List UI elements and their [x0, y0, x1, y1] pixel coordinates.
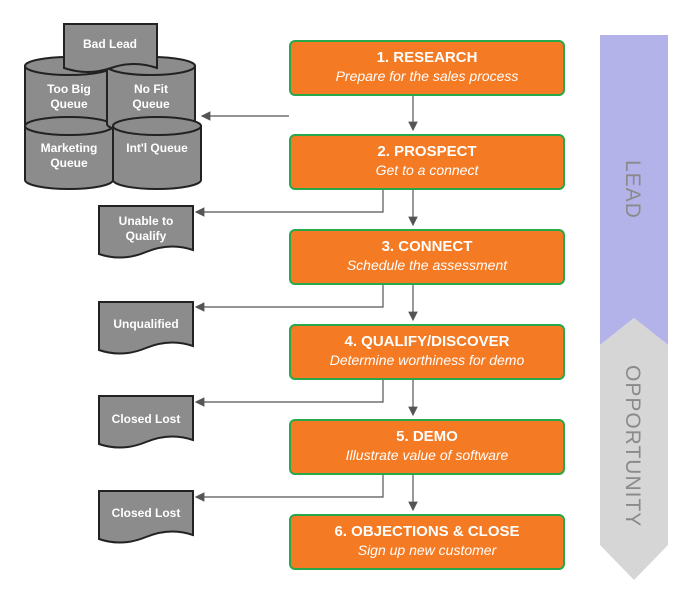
step-qualify-discover: 4. QUALIFY/DISCOVER Determine worthiness… — [289, 324, 565, 380]
unable-to-qualify-label: Unable to Qualify — [118, 214, 174, 243]
step-subtitle: Get to a connect — [375, 162, 479, 178]
step-subtitle: Schedule the assessment — [346, 257, 508, 273]
step-title: 3. CONNECT — [381, 238, 473, 255]
opportunity-band — [600, 318, 668, 580]
intl-queue-label: Int'l Queue — [126, 141, 188, 155]
step-title: 2. PROSPECT — [377, 143, 477, 160]
exit-arrow-demo — [194, 475, 384, 502]
too-big-queue-label: Too Big Queue — [47, 82, 91, 111]
lead-band — [600, 35, 668, 345]
unqualified-document — [98, 301, 194, 355]
closed-lost-document-2 — [98, 490, 194, 544]
step-title: 1. RESEARCH — [376, 49, 478, 66]
bad-lead-document — [63, 23, 158, 73]
unable-to-qualify-document — [98, 205, 194, 259]
step-demo: 5. DEMO Illustrate value of software — [289, 419, 565, 475]
step-subtitle: Sign up new customer — [357, 542, 497, 558]
step-subtitle: Determine worthiness for demo — [329, 352, 525, 368]
marketing-queue-label: Marketing Queue — [40, 141, 98, 170]
step-title: 6. OBJECTIONS & CLOSE — [334, 523, 520, 540]
lead-stage-label: LEAD — [621, 160, 644, 219]
step-prospect: 2. PROSPECT Get to a connect — [289, 134, 565, 190]
step-research: 1. RESEARCH Prepare for the sales proces… — [289, 40, 565, 96]
step-connect: 3. CONNECT Schedule the assessment — [289, 229, 565, 285]
marketing-queue-cylinder — [24, 116, 114, 190]
closed-lost-label: Closed Lost — [111, 506, 181, 520]
exit-arrow-prospect — [194, 190, 384, 217]
step-subtitle: Illustrate value of software — [345, 447, 509, 463]
no-fit-queue-label: No Fit Queue — [132, 82, 170, 111]
step-subtitle: Prepare for the sales process — [335, 68, 519, 84]
unqualified-label: Unqualified — [113, 317, 179, 331]
exit-arrow-qualify — [194, 380, 384, 407]
step-objections-close: 6. OBJECTIONS & CLOSE Sign up new custom… — [289, 514, 565, 570]
intl-queue-cylinder — [112, 116, 202, 190]
bad-lead-label: Bad Lead — [82, 37, 137, 51]
closed-lost-label: Closed Lost — [111, 412, 181, 426]
exit-arrow-connect — [194, 285, 384, 312]
opportunity-stage-label: OPPORTUNITY — [621, 365, 644, 528]
closed-lost-document-1 — [98, 395, 194, 449]
step-title: 4. QUALIFY/DISCOVER — [344, 333, 510, 350]
step-title: 5. DEMO — [396, 428, 458, 445]
